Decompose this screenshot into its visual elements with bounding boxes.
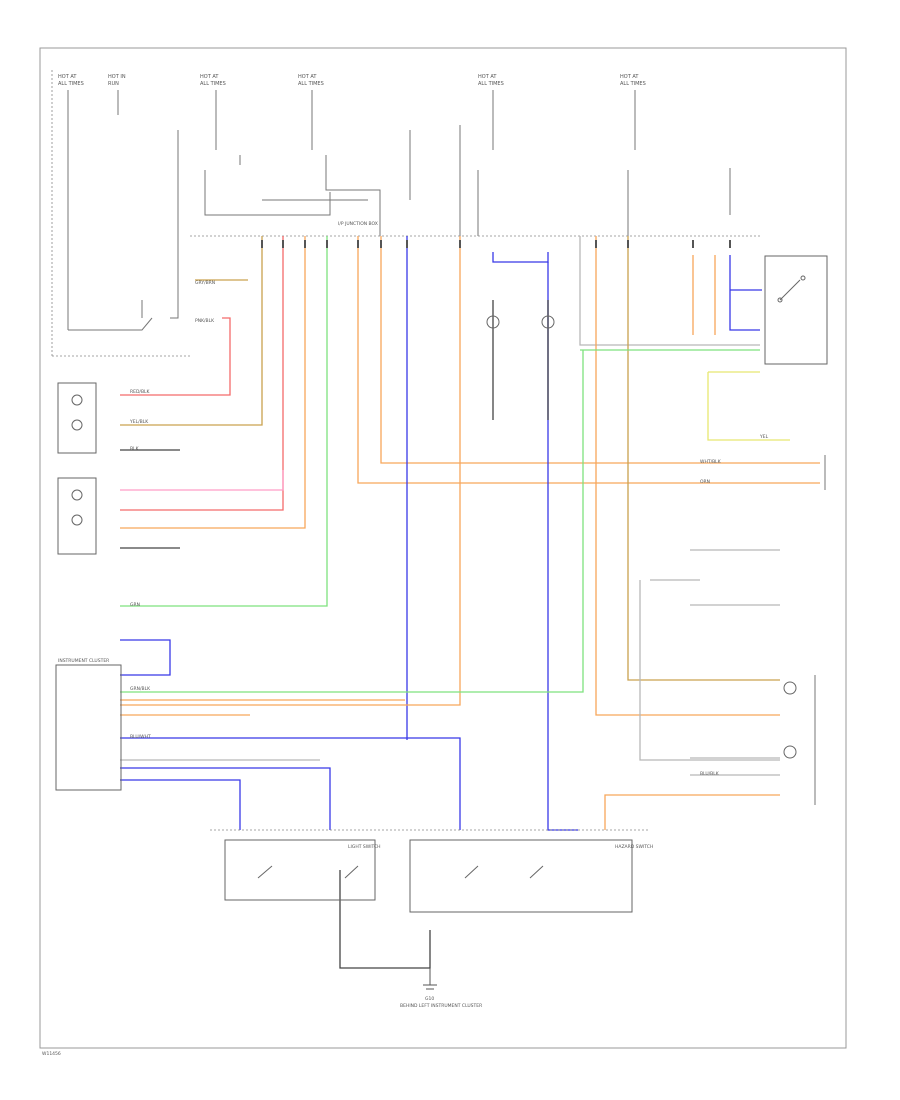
wire-label: GRN/BLK [130, 686, 151, 692]
wire-red [120, 236, 284, 511]
top-label: ALL TIMES [478, 81, 504, 87]
right-front-lamp [57, 477, 97, 555]
wire-label: YEL [759, 434, 769, 440]
wire-green [120, 236, 328, 607]
wire-orange-5 [595, 236, 780, 716]
wire-blue-4 [729, 255, 760, 331]
wire-olive [120, 236, 263, 426]
wire-grey-3 [639, 580, 780, 761]
wire-blue-8 [120, 767, 331, 830]
relay-switch-icon [777, 275, 806, 303]
center-bulbs [486, 315, 555, 329]
wire-blue-9 [120, 779, 241, 830]
wire-blue-6 [120, 639, 171, 676]
ground-label: G10 [425, 996, 434, 1002]
left-front-lamp [57, 382, 97, 454]
wire-red-2 [120, 317, 231, 396]
top-labels: HOT AT ALL TIMES HOT IN RUN HOT AT ALL T… [58, 74, 646, 87]
top-feed-lines [67, 90, 731, 331]
wire-pink [120, 470, 284, 491]
junction-box-label: I/P JUNCTION BOX [338, 221, 378, 227]
wire-orange-4 [120, 236, 461, 706]
top-label: RUN [108, 81, 119, 87]
top-label: HOT AT [58, 74, 77, 80]
wire-label: GRN [130, 602, 140, 608]
wire-olive-3 [627, 236, 780, 681]
wire-green-3 [120, 350, 584, 693]
top-label: ALL TIMES [200, 81, 226, 87]
wire-label: BLK [130, 446, 140, 452]
right-lamps [783, 455, 826, 805]
wire-label-group: GRY/BRN PNK/BLK RED/BLK YEL/BLK BLU/WHT … [129, 280, 769, 777]
wire-label: RED/BLK [130, 389, 151, 395]
footer-code: W11456 [42, 1051, 61, 1057]
wire-orange-10 [604, 794, 780, 830]
light-switch-label: LIGHT SWITCH [348, 844, 381, 850]
wire-grey [579, 236, 760, 346]
top-label: HOT IN [108, 74, 126, 80]
relay-box [764, 255, 828, 365]
wire-orange [120, 236, 306, 529]
wire-label: BLU/WHT [130, 734, 151, 740]
diagram-frame [39, 47, 847, 1049]
wire-blue-2 [492, 252, 549, 263]
top-label: HOT AT [200, 74, 219, 80]
hazard-switch-label: HAZARD SWITCH [615, 844, 653, 850]
top-label: ALL TIMES [620, 81, 646, 87]
wire-label: YEL/BLK [129, 419, 149, 425]
ground-symbol [423, 968, 437, 990]
top-label: ALL TIMES [298, 81, 324, 87]
wire-blue-7 [120, 737, 461, 830]
bottom-switch-block [210, 829, 650, 913]
wire-label: BLU/BLK [700, 771, 720, 777]
wire-blue-3 [547, 262, 578, 831]
ground-desc: BEHIND LEFT INSTRUMENT CLUSTER [400, 1003, 482, 1009]
wire-orange-2 [357, 236, 820, 484]
instrument-cluster-label: INSTRUMENT CLUSTER [58, 658, 109, 664]
wire-black-5 [339, 870, 431, 969]
wire-orange-3 [380, 236, 820, 464]
instrument-cluster-box [55, 664, 122, 791]
top-label: ALL TIMES [58, 81, 84, 87]
wire-label: GRY/BRN [195, 280, 215, 286]
wire-label: WHT/BLK [700, 459, 722, 465]
wire-label: PNK/BLK [195, 318, 215, 324]
top-label: HOT AT [620, 74, 639, 80]
connector-ticks [261, 240, 731, 248]
top-label: HOT AT [478, 74, 497, 80]
top-label: HOT AT [298, 74, 317, 80]
wire-yellow [707, 372, 790, 441]
wire-label: ORN [700, 479, 710, 485]
